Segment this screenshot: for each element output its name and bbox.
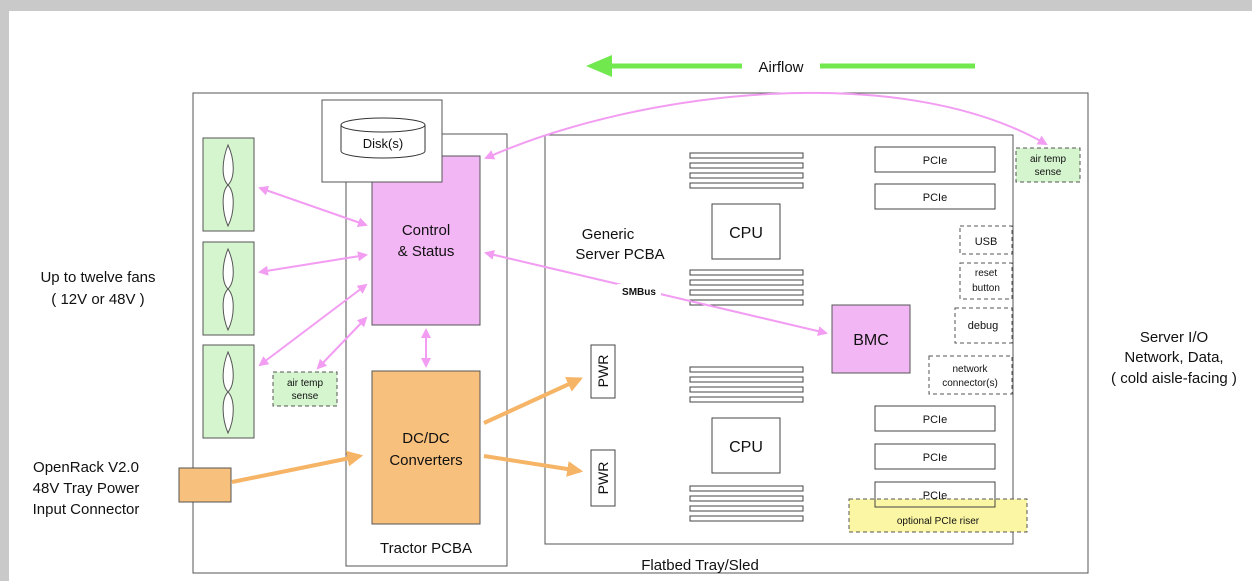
air-temp-tractor-line2: sense: [292, 391, 319, 402]
usb-port: [959, 225, 1013, 255]
power-input-connector: [178, 467, 232, 503]
disk-icon: [340, 117, 426, 159]
power-links: [231, 377, 584, 484]
io-label-line3: ( cold aisle-facing ): [1111, 370, 1237, 387]
pwr-1-label: PWR: [595, 355, 611, 388]
air-temp-sensor-tractor: [272, 371, 338, 407]
io-label-line2: Network, Data,: [1124, 349, 1223, 366]
network-label-line1: network: [952, 364, 988, 375]
pcie-slot: [874, 443, 996, 470]
cpu-2-label: CPU: [729, 439, 763, 456]
control-status-block: [371, 155, 481, 326]
pcie-slot: [874, 481, 996, 508]
debug-port: [954, 307, 1013, 344]
pcie-label: PCIe: [923, 155, 947, 167]
fan-icon: [222, 247, 234, 332]
optional-pcie-riser: [848, 498, 1028, 533]
fans-label-line2: ( 12V or 48V ): [51, 291, 144, 308]
server-title-line2: Server PCBA: [575, 246, 664, 263]
fan-1: [202, 137, 255, 232]
bmc-label: BMC: [853, 332, 889, 349]
pcie-label: PCIe: [923, 452, 947, 464]
dcdc-label-line2: Converters: [389, 452, 462, 469]
pcie-slot: [874, 405, 996, 432]
air-temp-server-line2: sense: [1035, 167, 1062, 178]
pcie-label: PCIe: [923, 490, 947, 502]
dimm-bank-bottom: [689, 366, 804, 522]
flatbed-tray: [192, 92, 1089, 574]
dcdc-converter-block: [371, 370, 481, 525]
pcie-label: PCIe: [923, 192, 947, 204]
pwr-1: [590, 344, 616, 399]
reset-button: [959, 262, 1013, 300]
pcie-label: PCIe: [923, 414, 947, 426]
airflow-arrow-icon: [586, 55, 612, 77]
debug-label: debug: [968, 320, 999, 332]
smbus-label: SMBus: [622, 287, 656, 298]
pcie-slot: [874, 183, 996, 210]
disk-label: Disk(s): [363, 136, 403, 151]
reset-label-line2: button: [972, 283, 1000, 294]
pwr-2: [590, 449, 616, 507]
io-label-line1: Server I/O: [1140, 329, 1208, 346]
control-label-line2: & Status: [398, 243, 455, 260]
server-pcba: [544, 134, 1014, 545]
power-label-line1: OpenRack V2.0: [33, 459, 139, 476]
power-label-line2: 48V Tray Power: [33, 480, 140, 497]
power-label-line3: Input Connector: [33, 501, 140, 518]
server-title-line1: Generic: [582, 226, 635, 243]
reset-label-line1: reset: [975, 268, 997, 279]
fan-icon: [222, 143, 234, 228]
cpu-1-label: CPU: [729, 225, 763, 242]
airflow-indicator: Airflow: [586, 54, 975, 78]
pwr-2-label: PWR: [595, 462, 611, 495]
network-connector: [928, 355, 1013, 395]
fans-label-line1: Up to twelve fans: [40, 269, 155, 286]
fan-icon: [222, 350, 234, 435]
tray-label: Flatbed Tray/Sled: [641, 557, 759, 574]
usb-label: USB: [975, 236, 998, 248]
fan-control-links: [258, 91, 1048, 370]
network-label-line2: connector(s): [942, 378, 998, 389]
dcdc-label-line1: DC/DC: [402, 430, 450, 447]
bmc-block: [831, 304, 911, 374]
riser-label: optional PCIe riser: [897, 516, 980, 527]
airflow-label: Airflow: [758, 59, 803, 76]
fan-3: [202, 344, 255, 439]
fan-2: [202, 241, 255, 336]
control-label-line1: Control: [402, 222, 450, 239]
air-temp-server-line1: air temp: [1030, 154, 1067, 165]
cpu-2: [711, 417, 781, 474]
air-temp-tractor-line1: air temp: [287, 378, 324, 389]
tractor-label: Tractor PCBA: [380, 540, 472, 557]
